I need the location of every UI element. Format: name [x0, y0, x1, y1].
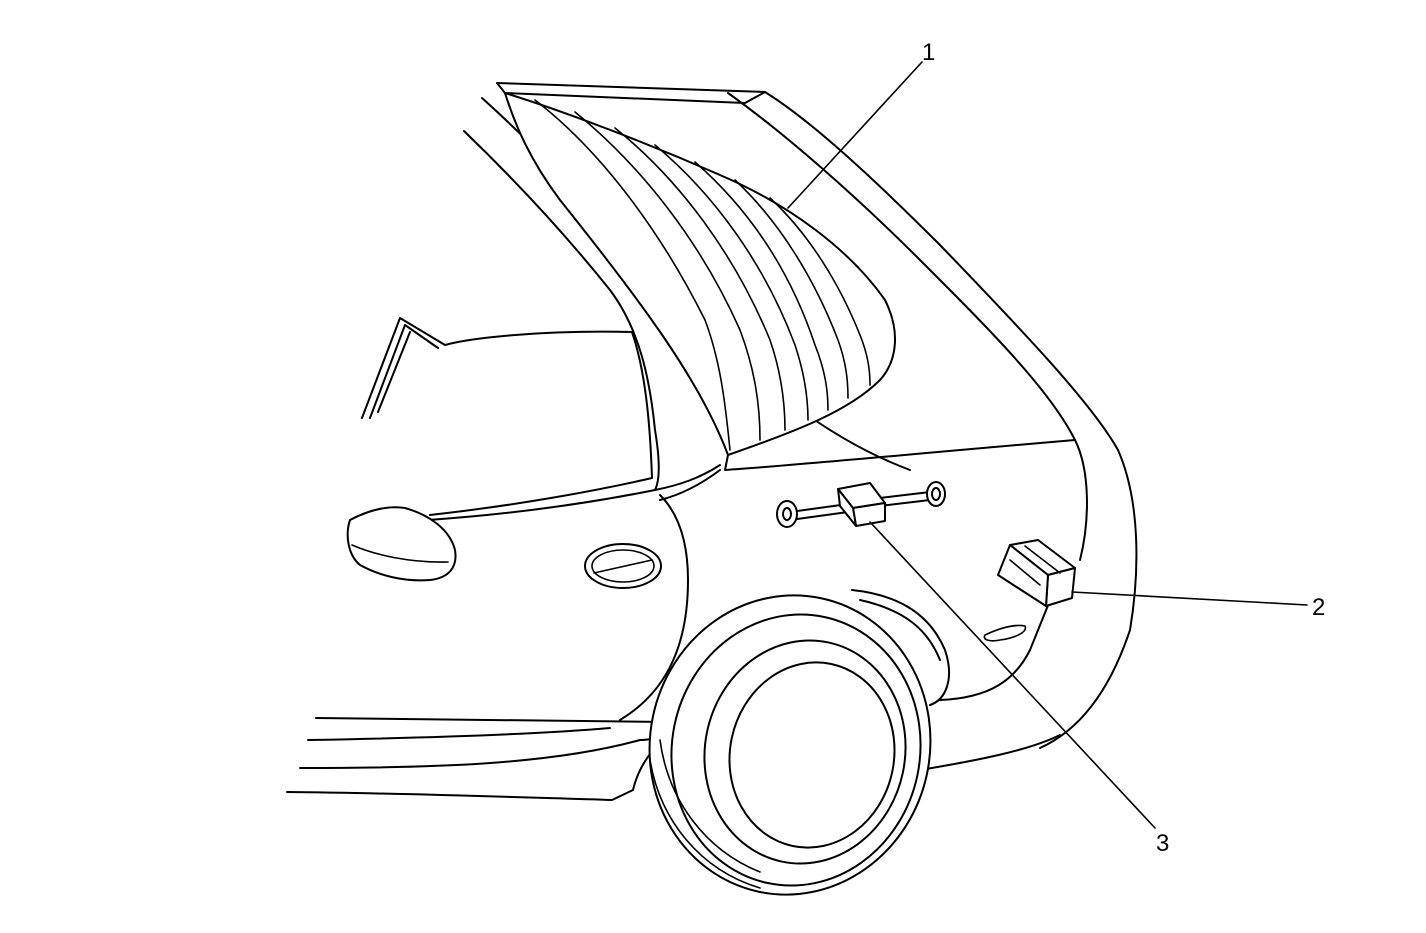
beltline	[427, 439, 1076, 521]
antenna-bracket-assembly	[776, 481, 946, 528]
rear-wheel	[648, 589, 950, 896]
front-door-window	[361, 317, 653, 516]
callout-1: 1	[922, 39, 935, 66]
side-mirror	[346, 506, 457, 582]
leader-line-1	[787, 61, 923, 209]
leader-lines	[787, 61, 1308, 829]
rear-quarter-window	[504, 92, 896, 456]
leader-line-2	[1071, 591, 1308, 606]
rear-door-edge	[619, 494, 689, 721]
module-block	[997, 539, 1076, 607]
callout-2: 2	[1312, 594, 1325, 621]
leader-line-3	[869, 521, 1156, 829]
rocker-panel	[286, 717, 669, 801]
door-handle	[584, 543, 662, 589]
callout-3: 3	[1156, 830, 1169, 857]
